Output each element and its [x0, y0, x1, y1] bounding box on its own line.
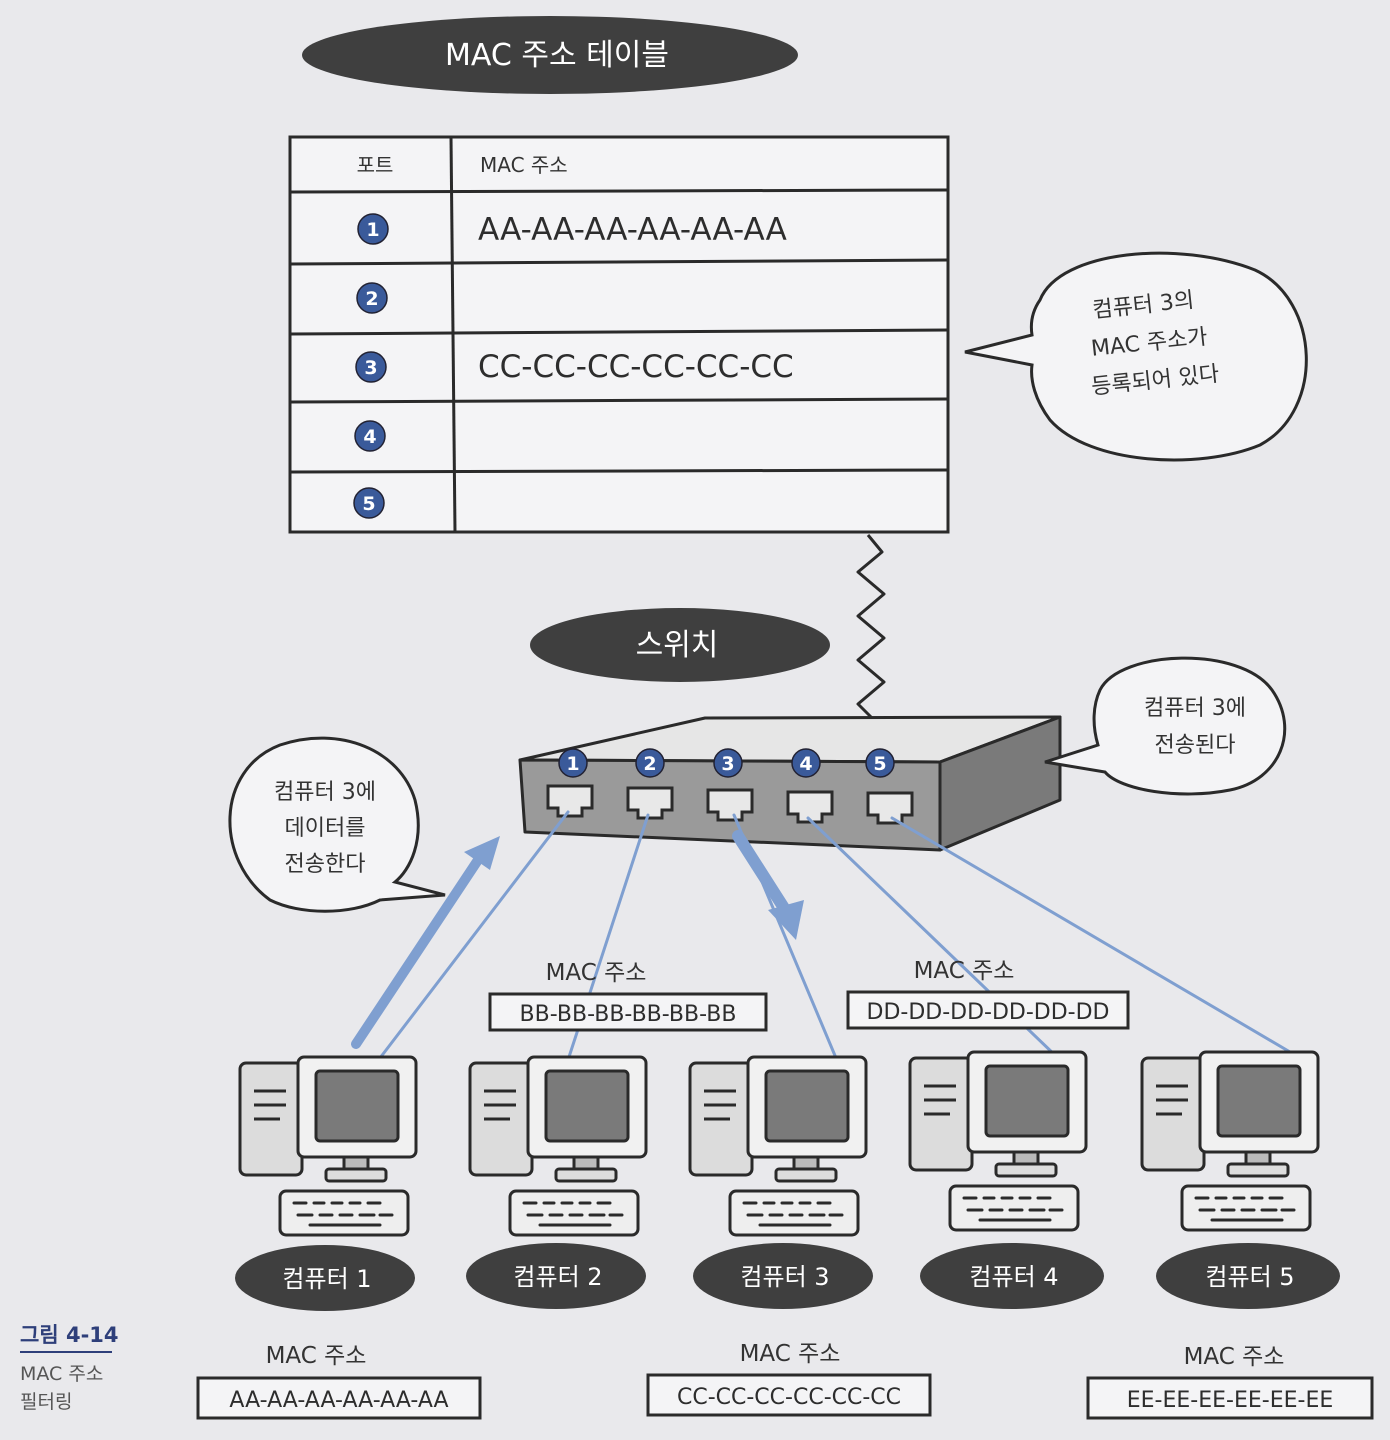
port-badge [357, 213, 389, 245]
switch-port-number: 1 [566, 753, 579, 775]
mac-caption: MAC 주소 [914, 958, 1015, 984]
bubble-line: 전송된다 [1155, 733, 1236, 758]
table-mac-value: AA-AA-AA-AA-AA-AA [478, 212, 787, 248]
switch-label-pill: 스위치 [530, 608, 830, 682]
mac-caption: MAC 주소 [546, 960, 647, 986]
mac-value: DD-DD-DD-DD-DD-DD [867, 1000, 1110, 1025]
table-port-number: 3 [364, 357, 377, 379]
computer-4-icon [908, 1050, 1088, 1232]
figure-caption-line: 필터링 [20, 1391, 72, 1413]
computer-name: 컴퓨터 3 [740, 1263, 829, 1291]
table-row: 5 [353, 487, 385, 519]
computer-name: 컴퓨터 1 [282, 1265, 371, 1293]
figure-caption: 그림 4-14 MAC 주소 필터링 [20, 1323, 119, 1413]
port-badge [353, 487, 385, 519]
mac-caption: MAC 주소 [1184, 1344, 1285, 1370]
table-header-port: 포트 [357, 153, 394, 177]
computer-3-icon [688, 1055, 868, 1237]
table-port-number: 4 [363, 426, 376, 448]
switch-port: 2 [626, 748, 674, 820]
table-mac-value: CC-CC-CC-CC-CC-CC [478, 349, 794, 385]
port-badge [354, 420, 386, 452]
mac-label-computer-4: MAC 주소 DD-DD-DD-DD-DD-DD [846, 958, 1130, 1030]
mac-label-computer-1: MAC 주소 AA-AA-AA-AA-AA-AA [196, 1343, 482, 1420]
cable-port-1 [378, 810, 570, 1060]
computer-label: 컴퓨터 5 [1156, 1243, 1340, 1309]
figure-caption-line: MAC 주소 [20, 1363, 103, 1385]
mac-address-table [288, 135, 950, 534]
table-row: 1 AA-AA-AA-AA-AA-AA [357, 212, 787, 248]
speech-bubble-forward: 컴퓨터 3에 전송된다 [1044, 656, 1287, 796]
mac-value: AA-AA-AA-AA-AA-AA [229, 1388, 448, 1413]
mac-caption: MAC 주소 [740, 1341, 841, 1367]
computer-name: 컴퓨터 5 [1205, 1263, 1294, 1291]
mac-table-title: MAC 주소 테이블 [445, 38, 669, 73]
cable-port-5 [890, 816, 1292, 1054]
computer-name: 컴퓨터 4 [969, 1263, 1058, 1291]
table-row: 2 [356, 282, 388, 314]
figure-number: 그림 4-14 [20, 1323, 119, 1347]
mac-value: BB-BB-BB-BB-BB-BB [520, 1002, 737, 1027]
computer-label: 컴퓨터 1 [235, 1245, 415, 1311]
computer-name: 컴퓨터 2 [513, 1263, 602, 1291]
mac-table-title-pill: MAC 주소 테이블 [302, 16, 798, 94]
table-port-number: 1 [366, 219, 379, 241]
computer-2-icon [468, 1055, 648, 1237]
table-port-number: 2 [365, 288, 378, 310]
speech-bubble-table-note: 컴퓨터 3의 MAC 주소가 등록되어 있다 [964, 251, 1308, 462]
speech-bubble-send: 컴퓨터 3에 데이터를 전송한다 [228, 736, 446, 913]
switch-port: 3 [706, 748, 754, 822]
switch-port-number: 2 [643, 753, 656, 775]
computer-5-icon [1140, 1050, 1320, 1232]
bubble-line: 컴퓨터 3에 [1144, 696, 1246, 721]
port-badge [356, 282, 388, 314]
mac-caption: MAC 주소 [266, 1343, 367, 1369]
port-badge [355, 351, 387, 383]
computer-label: 컴퓨터 3 [693, 1243, 873, 1309]
computer-label: 컴퓨터 2 [466, 1243, 646, 1309]
mac-label-computer-2: MAC 주소 BB-BB-BB-BB-BB-BB [488, 960, 768, 1032]
switch-port-number: 4 [799, 753, 812, 775]
mac-value: EE-EE-EE-EE-EE-EE [1127, 1388, 1334, 1413]
switch-port: 1 [546, 748, 594, 818]
mac-label-computer-5: MAC 주소 EE-EE-EE-EE-EE-EE [1086, 1344, 1374, 1420]
switch-label: 스위치 [636, 628, 719, 663]
bubble-line: 데이터를 [285, 816, 366, 841]
table-port-number: 5 [362, 493, 375, 515]
table-row: 4 [354, 420, 386, 452]
switch-port-number: 5 [873, 753, 886, 775]
computer-1-icon [238, 1055, 418, 1237]
bubble-line: 전송한다 [285, 852, 366, 877]
mac-label-computer-3: MAC 주소 CC-CC-CC-CC-CC-CC [646, 1341, 932, 1417]
send-arrow [351, 836, 500, 1049]
table-row: 3 CC-CC-CC-CC-CC-CC [355, 349, 794, 385]
table-switch-connector [856, 534, 886, 742]
switch-port: 4 [786, 748, 834, 824]
switch-port-number: 3 [721, 753, 734, 775]
switch-device [518, 715, 1062, 852]
table-header-mac: MAC 주소 [480, 153, 568, 177]
forward-arrow [732, 830, 804, 940]
computer-label: 컴퓨터 4 [920, 1243, 1104, 1309]
bubble-line: 컴퓨터 3에 [274, 780, 376, 805]
mac-value: CC-CC-CC-CC-CC-CC [677, 1385, 901, 1410]
